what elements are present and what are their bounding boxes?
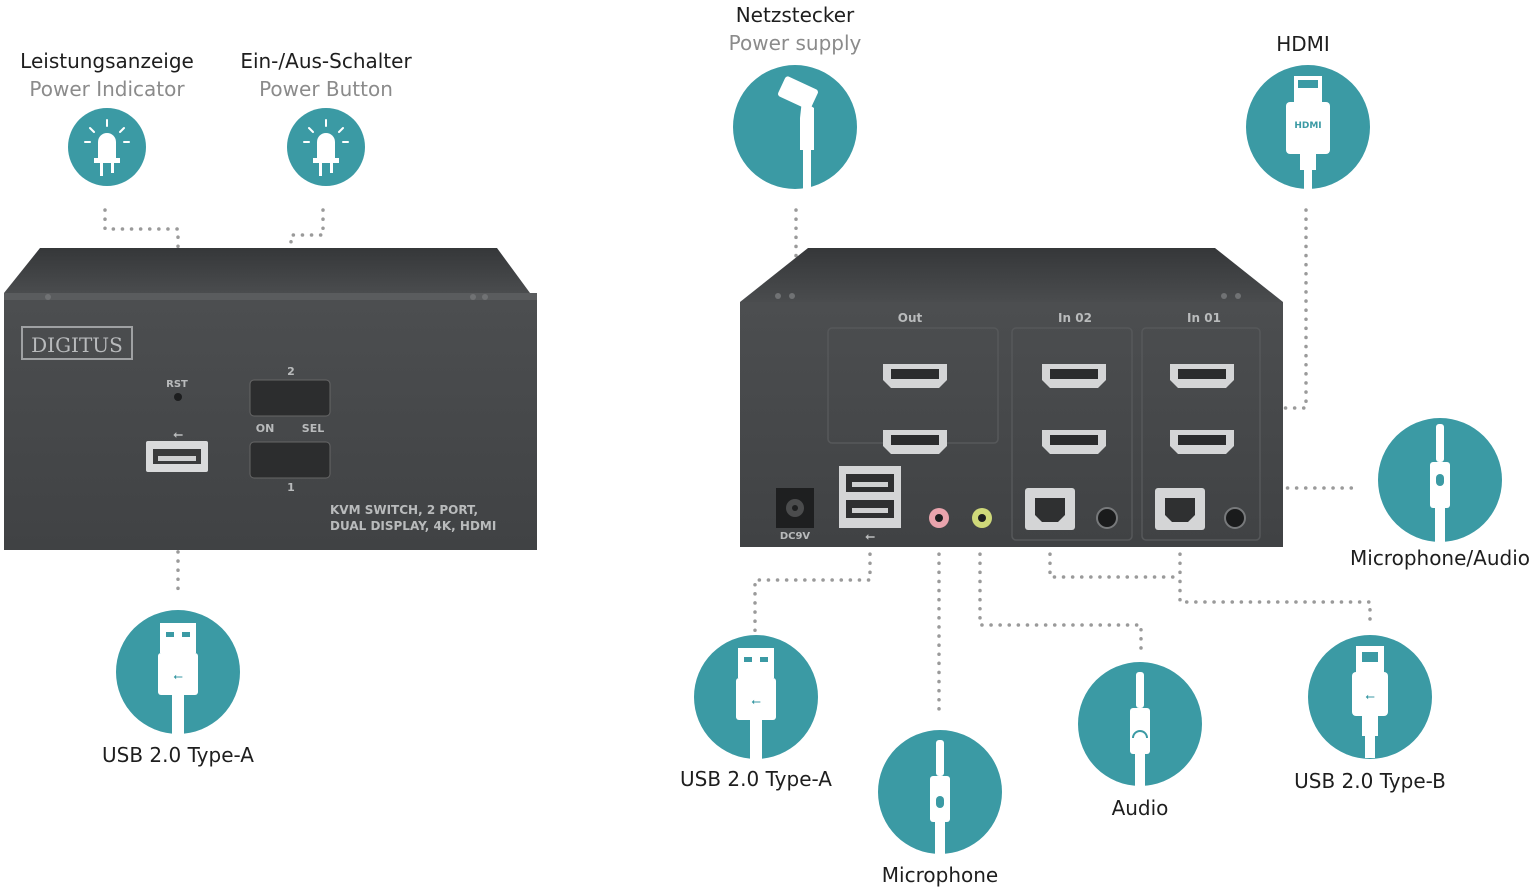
led-icon <box>287 108 365 186</box>
model-line-1: KVM SWITCH, 2 PORT, <box>330 503 478 517</box>
power-button-label-de: Ein-/Aus-Schalter <box>240 49 412 73</box>
combo-port-01 <box>1224 507 1246 529</box>
usb-a-plug-icon: ⭠ <box>116 610 240 735</box>
connector-usb-b-2 <box>1178 543 1372 627</box>
usb-front-label: USB 2.0 Type-A <box>102 743 254 767</box>
power-supply-label-de: Netzstecker <box>735 3 855 27</box>
model-line-2: DUAL DISPLAY, 4K, HDMI <box>330 519 496 533</box>
in01-label: In 01 <box>1187 311 1221 325</box>
mic-jack-icon <box>878 730 1002 854</box>
dc-label: DC9V <box>780 531 811 542</box>
rst-label: RST <box>166 379 188 390</box>
sel-label: SEL <box>302 422 324 435</box>
port-2-button[interactable] <box>249 379 331 417</box>
microphone-label: Microphone <box>881 863 999 887</box>
hdmi-label: HDMI <box>1276 32 1330 56</box>
port-1-button[interactable] <box>249 441 331 479</box>
power-indicator-label-de: Leistungsanzeige <box>20 49 194 73</box>
usb-b-label: USB 2.0 Type-B <box>1294 769 1446 793</box>
hdmi-plug-icon: HDMI <box>1246 65 1370 190</box>
reset-hole[interactable] <box>174 393 182 401</box>
combo-port-02 <box>1096 507 1118 529</box>
in02-label: In 02 <box>1058 311 1092 325</box>
led-icon <box>68 108 146 186</box>
power-indicator-label-en: Power Indicator <box>29 77 185 101</box>
connector-usb-b <box>1048 543 1182 579</box>
usb-symbol: ⭠ <box>173 427 183 441</box>
power-plug-icon <box>733 65 857 190</box>
usb-a-plug-icon: ⭠ <box>694 635 818 760</box>
combo-jack-icon <box>1378 418 1502 542</box>
connector-power-indicator <box>103 208 180 397</box>
front-device: DIGITUS RST ⭠ 2 ON SEL 1 KVM SWITCH, 2 P… <box>4 248 537 550</box>
usb-b-plug-icon: ⭠ <box>1308 635 1432 759</box>
svg-text:⭠: ⭠ <box>865 529 875 543</box>
port-2-label: 2 <box>287 365 295 378</box>
brand-logo <box>21 326 133 360</box>
audio-jack-icon <box>1078 662 1202 786</box>
svg-text:⭠: ⭠ <box>751 694 761 708</box>
power-supply-label-en: Power supply <box>728 31 862 55</box>
mic-audio-label: Microphone/Audio <box>1350 546 1530 570</box>
out-label: Out <box>898 311 923 325</box>
svg-text:⭠: ⭠ <box>1365 689 1375 703</box>
svg-text:⭠: ⭠ <box>173 669 183 683</box>
audio-label: Audio <box>1111 796 1169 820</box>
power-button-label-en: Power Button <box>259 77 393 101</box>
connector-usb-rear <box>753 543 872 634</box>
rear-device: Out In 02 In 01 DC9V ⭠ <box>740 248 1283 547</box>
port-1-label: 1 <box>287 481 295 494</box>
connector-audio <box>978 543 1143 652</box>
on-label: ON <box>256 422 275 435</box>
brand-logo-text: DIGITUS <box>31 333 123 357</box>
callout-icons: HDMI ⭠ ⭠ <box>68 65 1502 854</box>
usb-rear-label: USB 2.0 Type-A <box>680 767 832 791</box>
hdmi-plug-text: HDMI <box>1294 121 1321 131</box>
